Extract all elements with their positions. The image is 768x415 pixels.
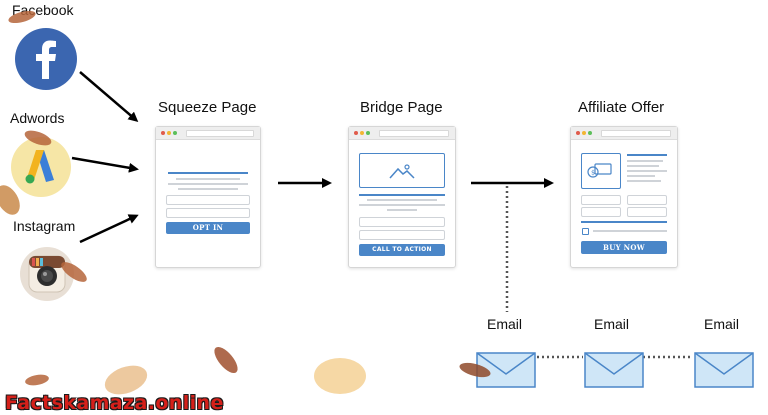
arrow-facebook xyxy=(79,71,139,122)
email-label-2: Email xyxy=(594,316,630,332)
money-icon: $ xyxy=(587,163,612,178)
offer-field-3[interactable] xyxy=(581,207,621,217)
leaf-5 xyxy=(214,346,238,374)
leaf-7 xyxy=(104,365,148,395)
squeeze-page-mockup: OPT IN xyxy=(155,126,261,268)
terms-checkbox[interactable] xyxy=(582,228,589,235)
image-placeholder xyxy=(359,153,445,188)
affiliate-offer-title: Affiliate Offer xyxy=(578,99,665,116)
bridge-page-title: Bridge Page xyxy=(360,99,443,116)
squeeze-email-field[interactable] xyxy=(166,208,250,218)
product-image: $ xyxy=(581,153,621,189)
email-label-3: Email xyxy=(704,316,740,332)
call-to-action-button[interactable]: CALL TO ACTION xyxy=(359,244,445,256)
buy-now-button[interactable]: BUY NOW xyxy=(581,241,667,254)
offer-field-2[interactable] xyxy=(627,195,667,205)
affiliate-offer-mockup: $ BUY NOW xyxy=(570,126,678,268)
arrow-instagram xyxy=(79,214,139,244)
adwords-icon xyxy=(11,137,71,197)
squeeze-name-field[interactable] xyxy=(166,195,250,205)
bridge-field-1[interactable] xyxy=(359,217,445,227)
squeeze-page-title: Squeeze Page xyxy=(158,99,257,116)
leaf-2 xyxy=(24,130,52,146)
offer-field-1[interactable] xyxy=(581,195,621,205)
bridge-field-2[interactable] xyxy=(359,230,445,240)
leaf-8 xyxy=(314,358,366,394)
arrow-adwords xyxy=(71,156,139,173)
watermark-text: Factskamaza.online xyxy=(5,392,224,414)
leaf-9 xyxy=(459,362,491,378)
instagram-label: Instagram xyxy=(13,218,76,234)
email-label-1: Email xyxy=(487,316,523,332)
instagram-icon xyxy=(20,247,74,301)
envelope-icon-3 xyxy=(694,352,754,388)
leaf-6 xyxy=(25,374,49,386)
opt-in-button[interactable]: OPT IN xyxy=(166,222,250,234)
leaf-3 xyxy=(0,185,20,215)
leaf-1 xyxy=(8,10,36,24)
adwords-label: Adwords xyxy=(10,110,65,126)
facebook-icon xyxy=(15,28,77,90)
leaf-4 xyxy=(61,262,87,282)
image-icon xyxy=(389,163,415,179)
offer-field-4[interactable] xyxy=(627,207,667,217)
envelope-icon-2 xyxy=(584,352,644,388)
svg-text:$: $ xyxy=(591,170,595,177)
bridge-page-mockup: CALL TO ACTION xyxy=(348,126,456,268)
